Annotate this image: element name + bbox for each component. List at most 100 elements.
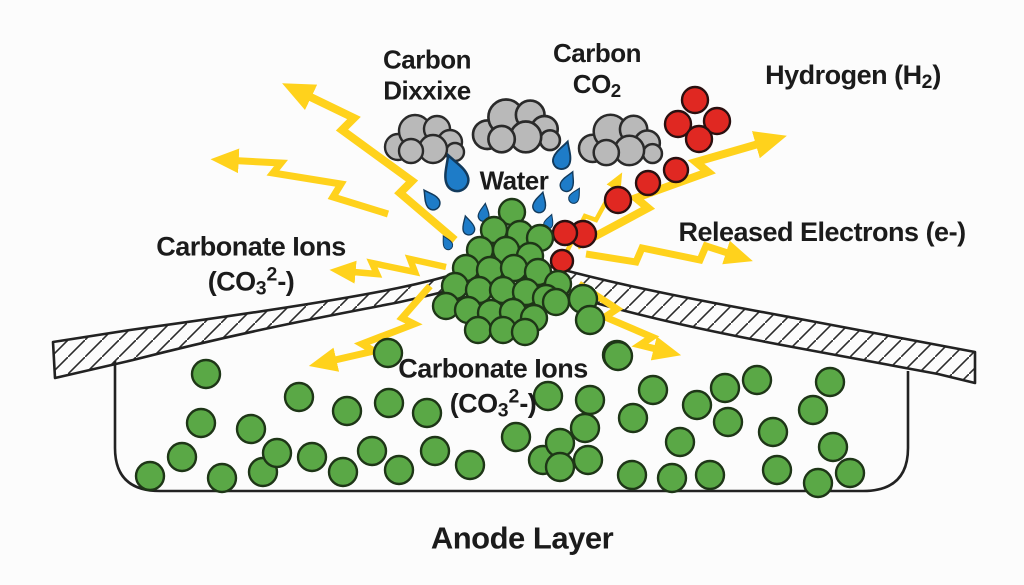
carbonate-ion (802, 467, 834, 499)
co2-cloud (471, 98, 562, 154)
carbonate-ion (541, 287, 571, 317)
label-carbonate-left-formula: (CO (207, 266, 257, 297)
carbonate-ion (134, 460, 166, 492)
carbonate-ion (532, 380, 564, 412)
carbonate-ion (411, 397, 443, 429)
label-carbonate-center-superscript: 2 (508, 385, 520, 408)
label-carbon-dioxide-line2: Dixxixe (383, 75, 471, 105)
label-carbonate-center-formula: (CO (449, 388, 499, 419)
label-hydrogen-subscript: 2 (921, 71, 933, 94)
co2-clouds-group (383, 98, 664, 167)
label-anode-layer-text: Anode Layer (430, 520, 614, 556)
carbonate-ion (510, 317, 540, 347)
carbonate-ion (616, 459, 648, 491)
carbonate-ion (656, 462, 688, 494)
label-carbon-co2: Carbon CO2 (553, 38, 642, 102)
label-water-text: Water (479, 165, 549, 196)
carbonate-ion (834, 457, 866, 489)
label-carbonate-left-line1: Carbonate Ions (156, 231, 346, 262)
carbonate-ion (681, 389, 713, 421)
carbonate-ion (544, 451, 576, 483)
label-anode-layer: Anode Layer (430, 520, 614, 558)
carbonate-ion (283, 381, 315, 413)
carbonate-ion (602, 340, 634, 372)
carbonate-ion (637, 374, 669, 406)
label-hydrogen: Hydrogen (H2) (765, 60, 941, 94)
carbonate-ion (817, 431, 849, 463)
electron-bolt (577, 281, 682, 361)
carbonate-ion (712, 406, 744, 438)
label-carbon-co2-line1: Carbon (553, 38, 642, 69)
carbonate-ion (261, 437, 293, 469)
electron-bolt (282, 83, 458, 244)
electron-bolts-group (210, 83, 787, 372)
carbonate-ion (166, 441, 198, 473)
hydrogen-molecule (603, 185, 633, 215)
hydrogen-molecule (663, 109, 693, 139)
carbonate-ion (463, 315, 493, 345)
label-carbon-dioxide: Carbon Dixxixe (383, 44, 472, 105)
label-carbonate-left-subscript: 3 (255, 277, 267, 300)
carbonate-ion (814, 366, 846, 398)
carbonate-ion (331, 395, 363, 427)
label-carbonate-ions-left: Carbonate Ions (CO32-) (156, 232, 346, 301)
hydrogen-molecule (680, 85, 710, 115)
hydrogen-group (549, 85, 732, 274)
label-carbonate-ions-center: Carbonate Ions (CO32-) (398, 354, 588, 423)
carbonate-ion (296, 441, 328, 473)
carbonate-ion (419, 435, 451, 467)
hydrogen-molecule (634, 169, 662, 197)
carbonate-ion (797, 394, 829, 426)
carbonate-ion (574, 304, 606, 336)
carbonate-ion (190, 358, 222, 390)
label-carbon-co2-formula: CO (572, 68, 612, 99)
carbonate-ion (664, 426, 696, 458)
hydrogen-molecule (684, 124, 714, 154)
carbonate-ion (709, 372, 741, 404)
carbonate-ion (569, 412, 601, 444)
label-carbonate-center-close: -) (519, 388, 537, 419)
hydrogen-molecule (702, 106, 732, 136)
co2-cloud (383, 113, 466, 165)
carbonate-ion (206, 462, 238, 494)
carbonate-ion (741, 364, 773, 396)
anode-band (51, 254, 977, 385)
hydrogen-molecule (549, 248, 575, 274)
carbonate-ion (617, 402, 649, 434)
electron-bolt (210, 148, 390, 218)
label-carbonate-left-superscript: 2 (266, 263, 278, 286)
carbonate-ion (500, 421, 532, 453)
carbonate-ion (356, 435, 388, 467)
carbonate-ion (572, 444, 604, 476)
carbonate-ion (373, 387, 405, 419)
label-hydrogen-pre: Hydrogen (H (765, 59, 922, 90)
hydrogen-molecule (662, 156, 690, 184)
carbonate-ion (185, 407, 217, 439)
carbonate-ion (757, 416, 789, 448)
electrolyte-container (113, 361, 910, 493)
electron-bolt (575, 131, 787, 250)
co2-cloud (577, 113, 664, 167)
label-carbon-co2-subscript: 2 (610, 79, 622, 101)
label-carbon-dioxide-line1: Carbon (383, 44, 472, 75)
water-droplet (557, 168, 580, 195)
carbonate-ion (372, 337, 404, 369)
carbonate-ion (454, 449, 486, 481)
water-droplet (459, 213, 477, 237)
label-carbonate-center-subscript: 3 (497, 399, 509, 422)
carbonate-ion (694, 459, 726, 491)
label-released-electrons: Released Electrons (e-) (678, 217, 966, 249)
label-carbonate-left-close: -) (277, 266, 295, 297)
label-water: Water (480, 166, 549, 197)
electron-bolt (329, 254, 447, 284)
label-released-electrons-text: Released Electrons (e-) (678, 217, 966, 248)
carbonate-ion (761, 454, 793, 486)
electron-bolt (308, 283, 433, 372)
carbonate-ion (235, 413, 267, 445)
hydrogen-molecule (551, 219, 579, 247)
carbonate-ion (383, 454, 415, 486)
label-carbonate-center-line1: Carbonate Ions (398, 353, 588, 384)
carbonate-ion (327, 456, 359, 488)
